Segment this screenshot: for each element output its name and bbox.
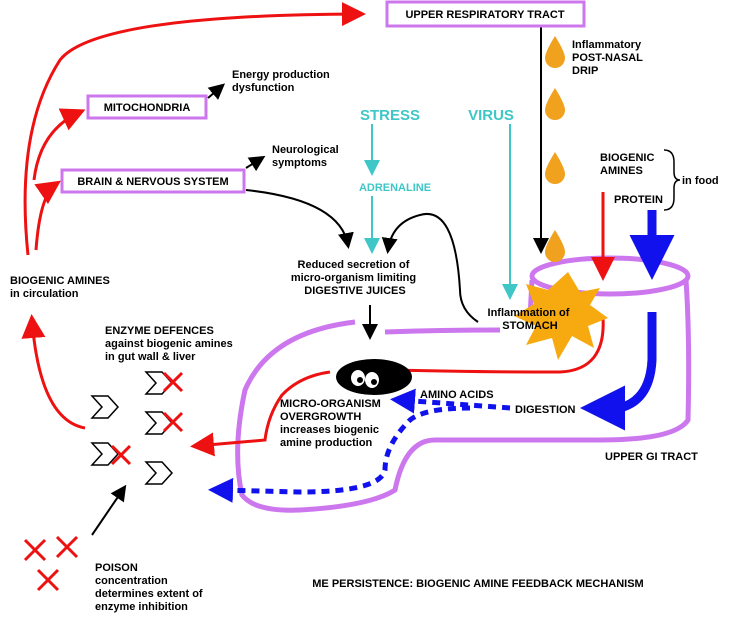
energy-label: Energy production dysfunction	[232, 69, 333, 94]
enzyme-chevron-5	[144, 461, 174, 485]
drip-label: Inflammatory POST-NASAL DRIP	[572, 39, 646, 77]
arrow-circulation-to-brain	[34, 180, 61, 251]
poison-cross-1	[23, 538, 47, 562]
drip-drop-1	[545, 36, 565, 68]
cross-1	[162, 371, 184, 393]
protein-label: PROTEIN	[614, 194, 663, 206]
digestion-label: DIGESTION	[515, 404, 576, 416]
amino-acids-label: AMINO ACIDS	[420, 389, 494, 401]
mitochondria-label: MITOCHONDRIA	[104, 102, 191, 114]
brain-box	[60, 168, 246, 194]
adrenaline-label: ADRENALINE	[359, 182, 431, 194]
arrow-amino-to-enzyme	[208, 405, 471, 503]
drip-drop-4	[545, 230, 565, 262]
micro-organism-icon	[336, 359, 412, 395]
enzyme-chevrons	[90, 371, 174, 485]
biogenic-food-label: BIOGENIC AMINES	[600, 152, 657, 177]
gi-inner-line	[394, 317, 605, 374]
inflammation-label: Inflammation of STOMACH	[488, 307, 573, 332]
drip-drops	[545, 36, 565, 262]
mitochondria-box	[86, 94, 208, 120]
upper-respiratory-label: UPPER RESPIRATORY TRACT	[405, 9, 564, 21]
cross-2	[162, 411, 184, 433]
cross-3	[110, 444, 132, 466]
arrow-poison-to-enzyme	[91, 484, 127, 536]
neuro-label: Neurological symptoms	[272, 144, 342, 169]
arrow-mito-to-energy	[207, 83, 226, 100]
arrow-brain-to-neuro	[245, 155, 266, 172]
poison-cross-2	[55, 535, 79, 559]
poison-cross-3	[36, 568, 60, 592]
food-brace	[663, 149, 681, 211]
brain-label: BRAIN & NERVOUS SYSTEM	[77, 176, 228, 188]
micro-label: MICRO-ORGANISM OVERGROWTH increases biog…	[280, 398, 384, 449]
circulation-label: BIOGENIC AMINES in circulation	[10, 275, 113, 300]
arrow-protein-to-digestion	[580, 312, 657, 431]
arrow-enzyme-to-circulation	[21, 314, 86, 430]
drip-drop-3	[545, 152, 565, 184]
enzyme-inhibition-crosses	[110, 371, 184, 466]
gi-inner-line-left	[190, 370, 331, 457]
enzyme-chevron-2	[90, 395, 120, 419]
in-food-label: in food	[682, 175, 719, 187]
poison-crosses	[23, 535, 79, 592]
virus-label: VIRUS	[468, 107, 514, 124]
arrow-inflammation-to-reduced	[381, 212, 479, 323]
poison-label: POISON concentration determines extent o…	[95, 562, 206, 613]
stomach-star	[514, 272, 608, 360]
stress-label: STRESS	[360, 107, 420, 124]
reduced-label: Reduced secretion of micro-organism limi…	[291, 259, 419, 297]
enzyme-chevron-4	[90, 442, 120, 466]
arrow-circulation-to-mitochondria	[32, 108, 86, 181]
enzyme-label: ENZYME DEFENCES against biogenic amines …	[105, 325, 236, 363]
upper-gi-label: UPPER GI TRACT	[605, 451, 698, 463]
diagram-title: ME PERSISTENCE: BIOGENIC AMINE FEEDBACK …	[312, 578, 643, 590]
upper-respiratory-box	[385, 0, 586, 28]
arrow-digestion-to-amino	[390, 388, 511, 414]
arrow-circulation-to-upper-respiratory	[23, 2, 366, 256]
arrow-brain-to-reduced	[245, 189, 354, 249]
drip-drop-2	[545, 88, 565, 120]
